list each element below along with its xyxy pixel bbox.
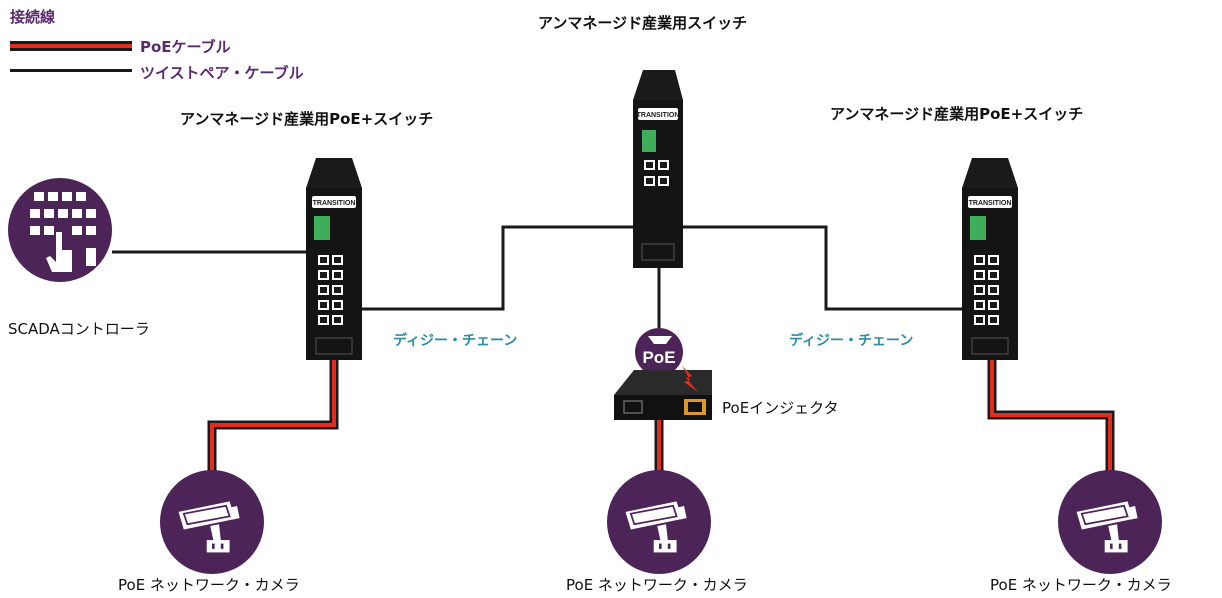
poe-badge-icon: PoE (635, 328, 683, 376)
svg-text:TRANSITION: TRANSITION (313, 200, 356, 207)
legend-twisted-pair-label: ツイストペア・ケーブル (140, 64, 304, 82)
legend-twisted-pair-line (10, 69, 132, 72)
legend-poe-line (10, 41, 132, 51)
camera-left-label: PoE ネットワーク・カメラ (118, 576, 300, 594)
svg-text:PoE: PoE (642, 348, 675, 367)
poe-injector-label: PoEインジェクタ (722, 399, 839, 417)
scada-controller-icon (8, 178, 112, 282)
scada-label: SCADAコントローラ (8, 320, 150, 338)
svg-text:TRANSITION: TRANSITION (637, 112, 680, 119)
camera-center-label: PoE ネットワーク・カメラ (566, 576, 748, 594)
daisy-chain-right-label: ディジー・チェーン (789, 333, 914, 349)
legend-title: 接続線 (10, 8, 56, 26)
twisted-pair-cables (112, 225, 962, 328)
camera-center-icon (607, 470, 711, 574)
left-switch-title: アンマネージド産業用PoE+スイッチ (180, 110, 434, 128)
legend-poe-cable-label: PoEケーブル (140, 38, 231, 56)
center-switch-title: アンマネージド産業用スイッチ (538, 14, 748, 32)
poe-cables (207, 360, 1115, 486)
camera-left-icon (160, 470, 264, 574)
right-poe-switch: TRANSITION (962, 158, 1018, 360)
center-switch: TRANSITION (633, 70, 683, 268)
left-poe-switch: TRANSITION (306, 158, 362, 360)
daisy-chain-left-label: ディジー・チェーン (393, 333, 518, 349)
camera-right-icon (1058, 470, 1162, 574)
right-switch-title: アンマネージド産業用PoE+スイッチ (830, 105, 1084, 123)
camera-right-label: PoE ネットワーク・カメラ (990, 576, 1172, 594)
svg-text:TRANSITION: TRANSITION (969, 200, 1012, 207)
poe-injector (614, 366, 712, 420)
